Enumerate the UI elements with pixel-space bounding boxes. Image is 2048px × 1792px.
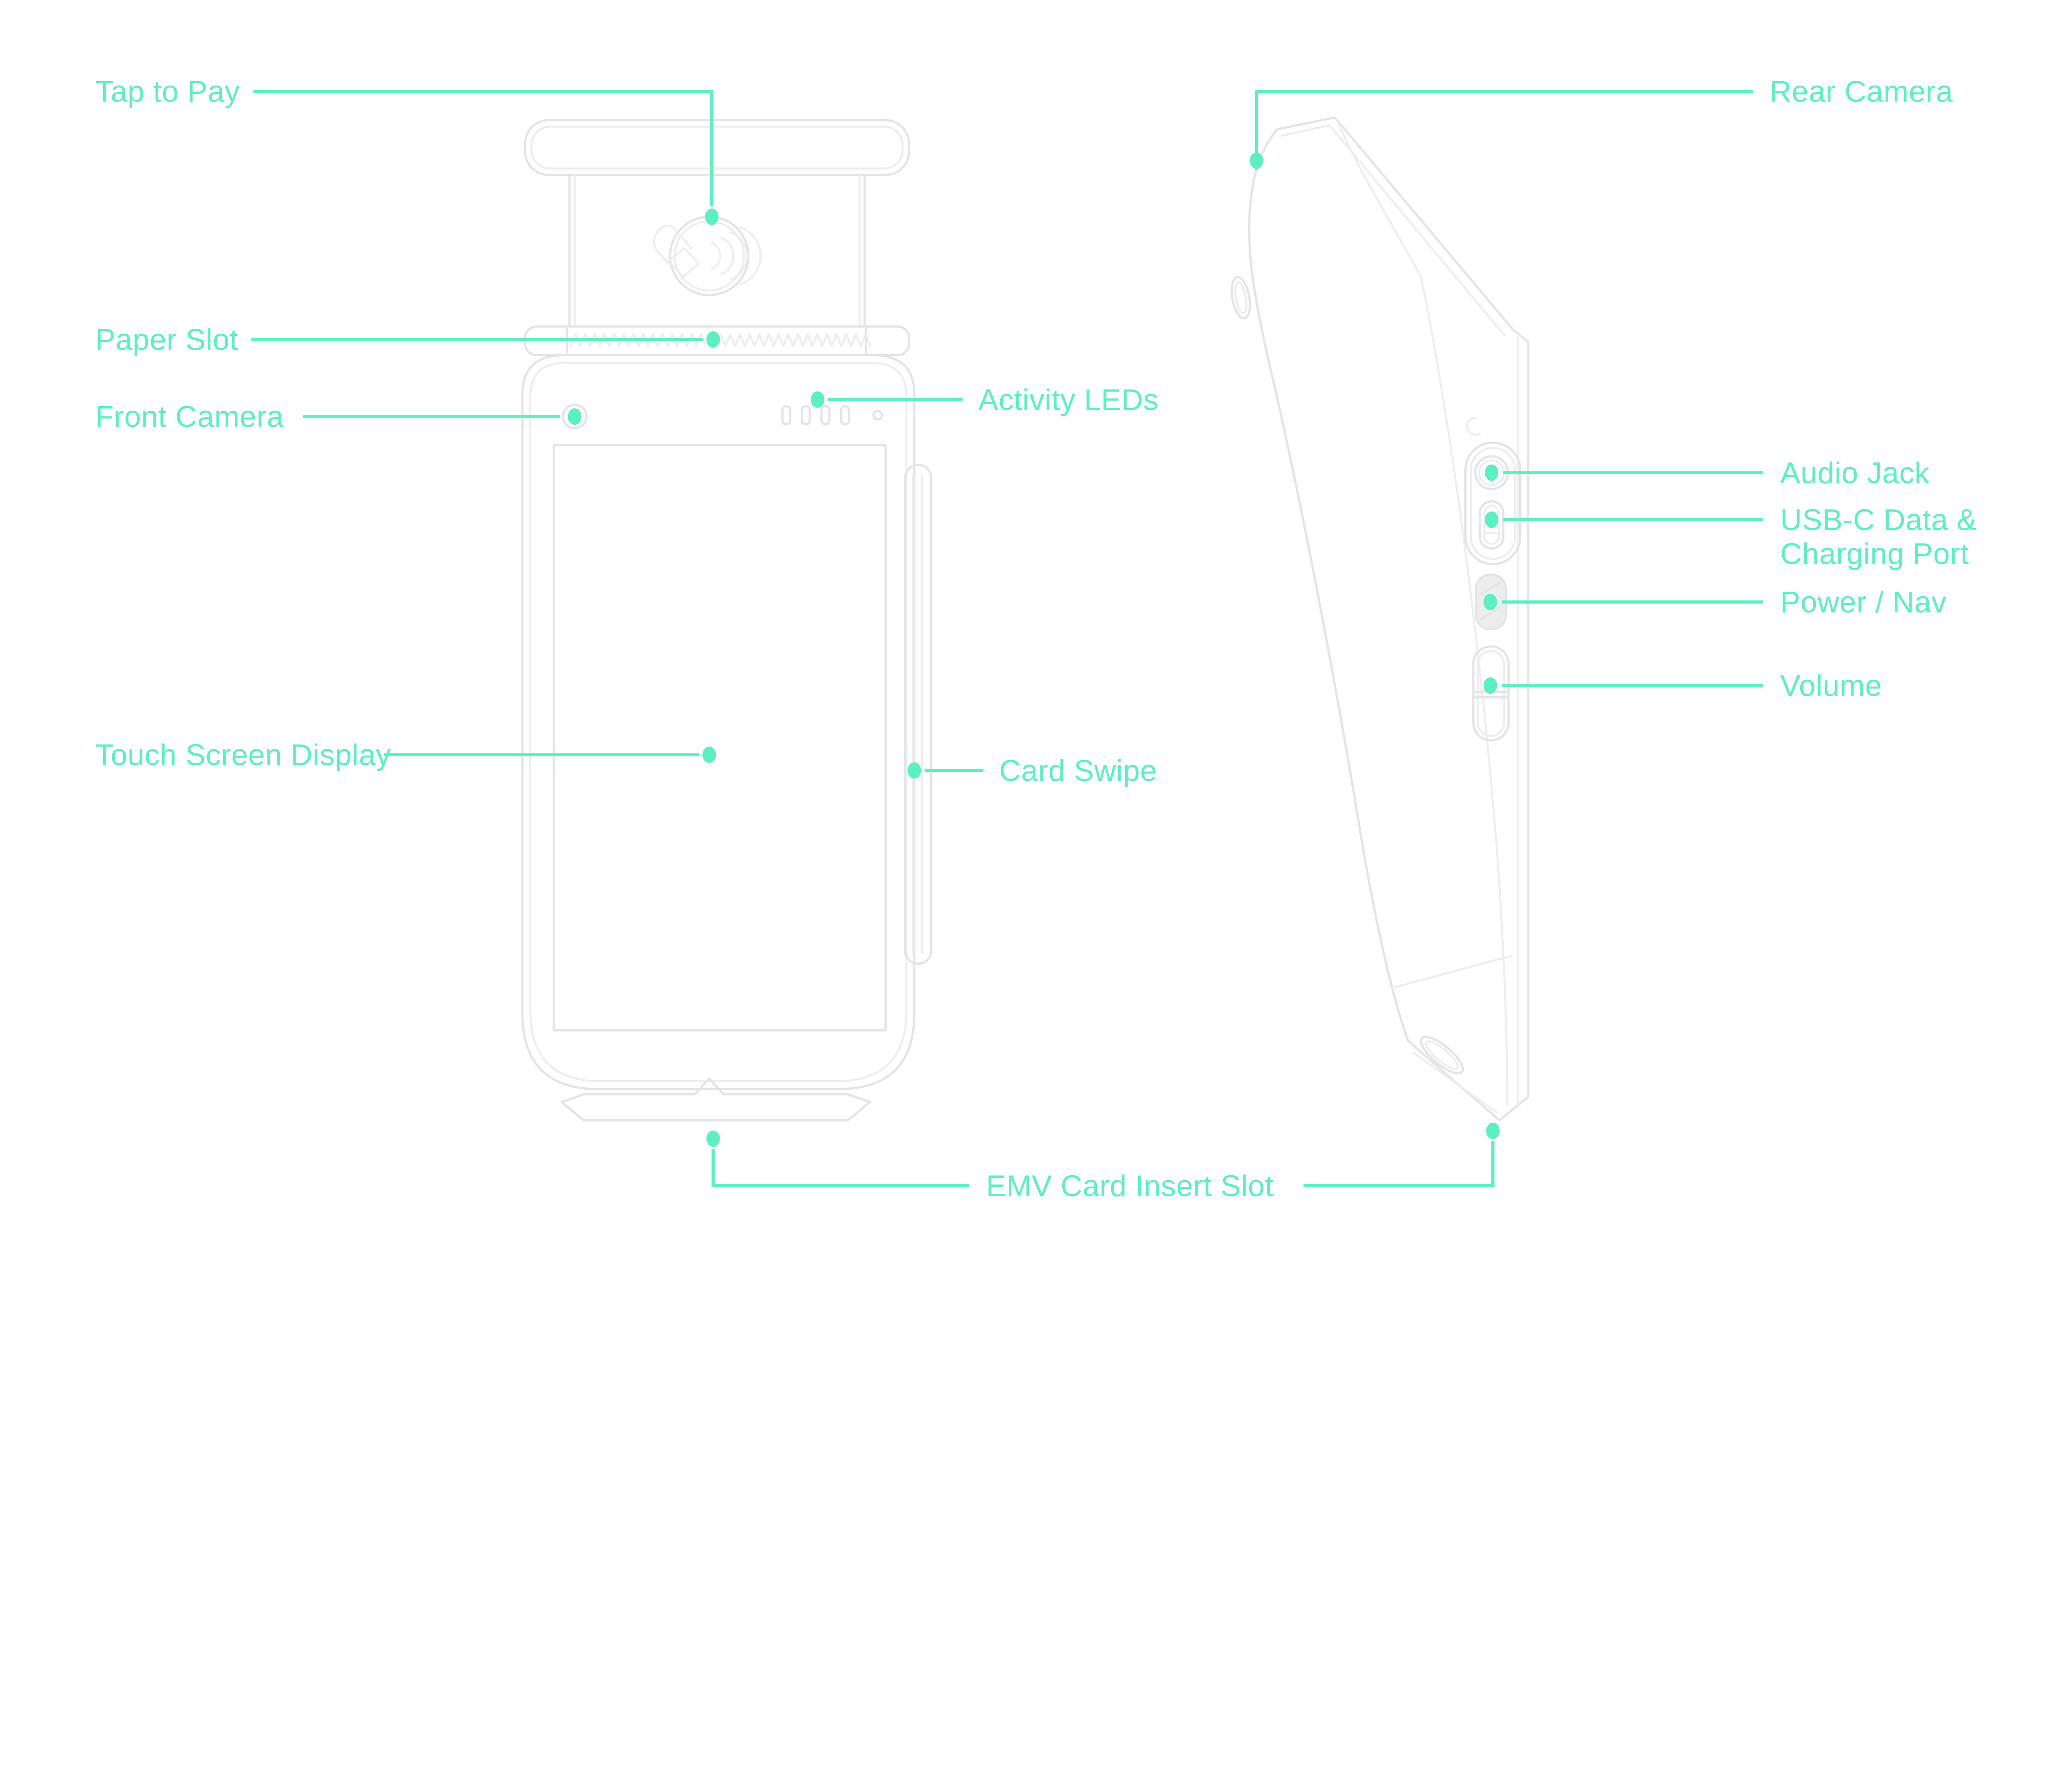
label-emv-slot: EMV Card Insert Slot <box>986 1168 1274 1203</box>
callout-dot-card-swipe <box>907 762 921 779</box>
side-chin-seam <box>1412 1051 1498 1114</box>
emv-card-slot-part <box>560 1077 871 1122</box>
callout-dot-volume <box>1483 677 1497 694</box>
side-screen-seam <box>1420 276 1509 1106</box>
label-touch-screen: Touch Screen Display <box>95 738 391 772</box>
front-device-illustration <box>521 119 933 1122</box>
callout-dot-audio-jack <box>1485 464 1499 481</box>
side-latch <box>1230 276 1251 320</box>
side-device-illustration <box>1230 116 1529 1122</box>
label-audio-jack: Audio Jack <box>1780 455 1930 490</box>
label-tap-to-pay: Tap to Pay <box>95 74 240 109</box>
callout-dot-power-nav <box>1483 593 1497 611</box>
port-cluster <box>1464 441 1522 566</box>
label-power-nav: Power / Nav <box>1780 585 1947 619</box>
side-outer-profile <box>1248 116 1529 1122</box>
front-camera-part <box>562 403 588 430</box>
callout-dot-front-camera <box>568 408 582 425</box>
contactless-icon <box>653 215 762 296</box>
printer-lid <box>524 119 911 176</box>
label-front-camera: Front Camera <box>95 399 284 434</box>
callout-dot-emv-front <box>706 1130 720 1147</box>
label-rear-camera: Rear Camera <box>1769 74 1953 109</box>
card-swipe-rail <box>904 464 933 965</box>
callout-dots <box>568 152 1500 1147</box>
label-usb-c: USB-C Data & Charging Port <box>1780 502 1977 571</box>
label-card-swipe: Card Swipe <box>999 753 1157 787</box>
callout-lines <box>251 90 1763 1188</box>
callout-line-emv-left <box>711 1149 970 1188</box>
diagram-canvas: Tap to Pay Paper Slot Front Camera Touch… <box>95 74 1977 1203</box>
side-roof-seam <box>1280 124 1506 337</box>
volume-rocker-part <box>1472 645 1510 742</box>
callout-dot-usb-c <box>1485 511 1499 528</box>
touch-screen-display-part <box>553 444 887 1032</box>
callout-dot-touch-screen <box>702 747 716 763</box>
side-bottom-slot <box>1420 1036 1464 1075</box>
nfc-panel <box>568 174 866 328</box>
label-activity-leds: Activity LEDs <box>978 382 1159 417</box>
label-volume: Volume <box>1780 668 1882 703</box>
callout-line-tap-to-pay <box>253 90 714 206</box>
paper-tear-edge <box>570 333 872 347</box>
side-lower-seam <box>1394 955 1512 989</box>
callout-line-rear-camera <box>1255 90 1753 170</box>
front-body <box>521 354 915 1091</box>
activity-leds-part <box>781 405 883 426</box>
label-paper-slot: Paper Slot <box>95 322 238 357</box>
callout-dot-paper-slot <box>706 331 720 348</box>
callout-dot-emv-side <box>1486 1122 1500 1139</box>
callout-line-emv-right <box>1303 1141 1495 1188</box>
callout-dot-rear-camera <box>1250 152 1264 169</box>
callout-dot-tap-to-pay <box>705 208 719 225</box>
side-fold-seam <box>1336 120 1422 278</box>
terminal-diagram-art <box>251 90 1763 1188</box>
side-hook-detail <box>1466 417 1481 436</box>
callout-dot-activity-leds <box>811 391 825 408</box>
